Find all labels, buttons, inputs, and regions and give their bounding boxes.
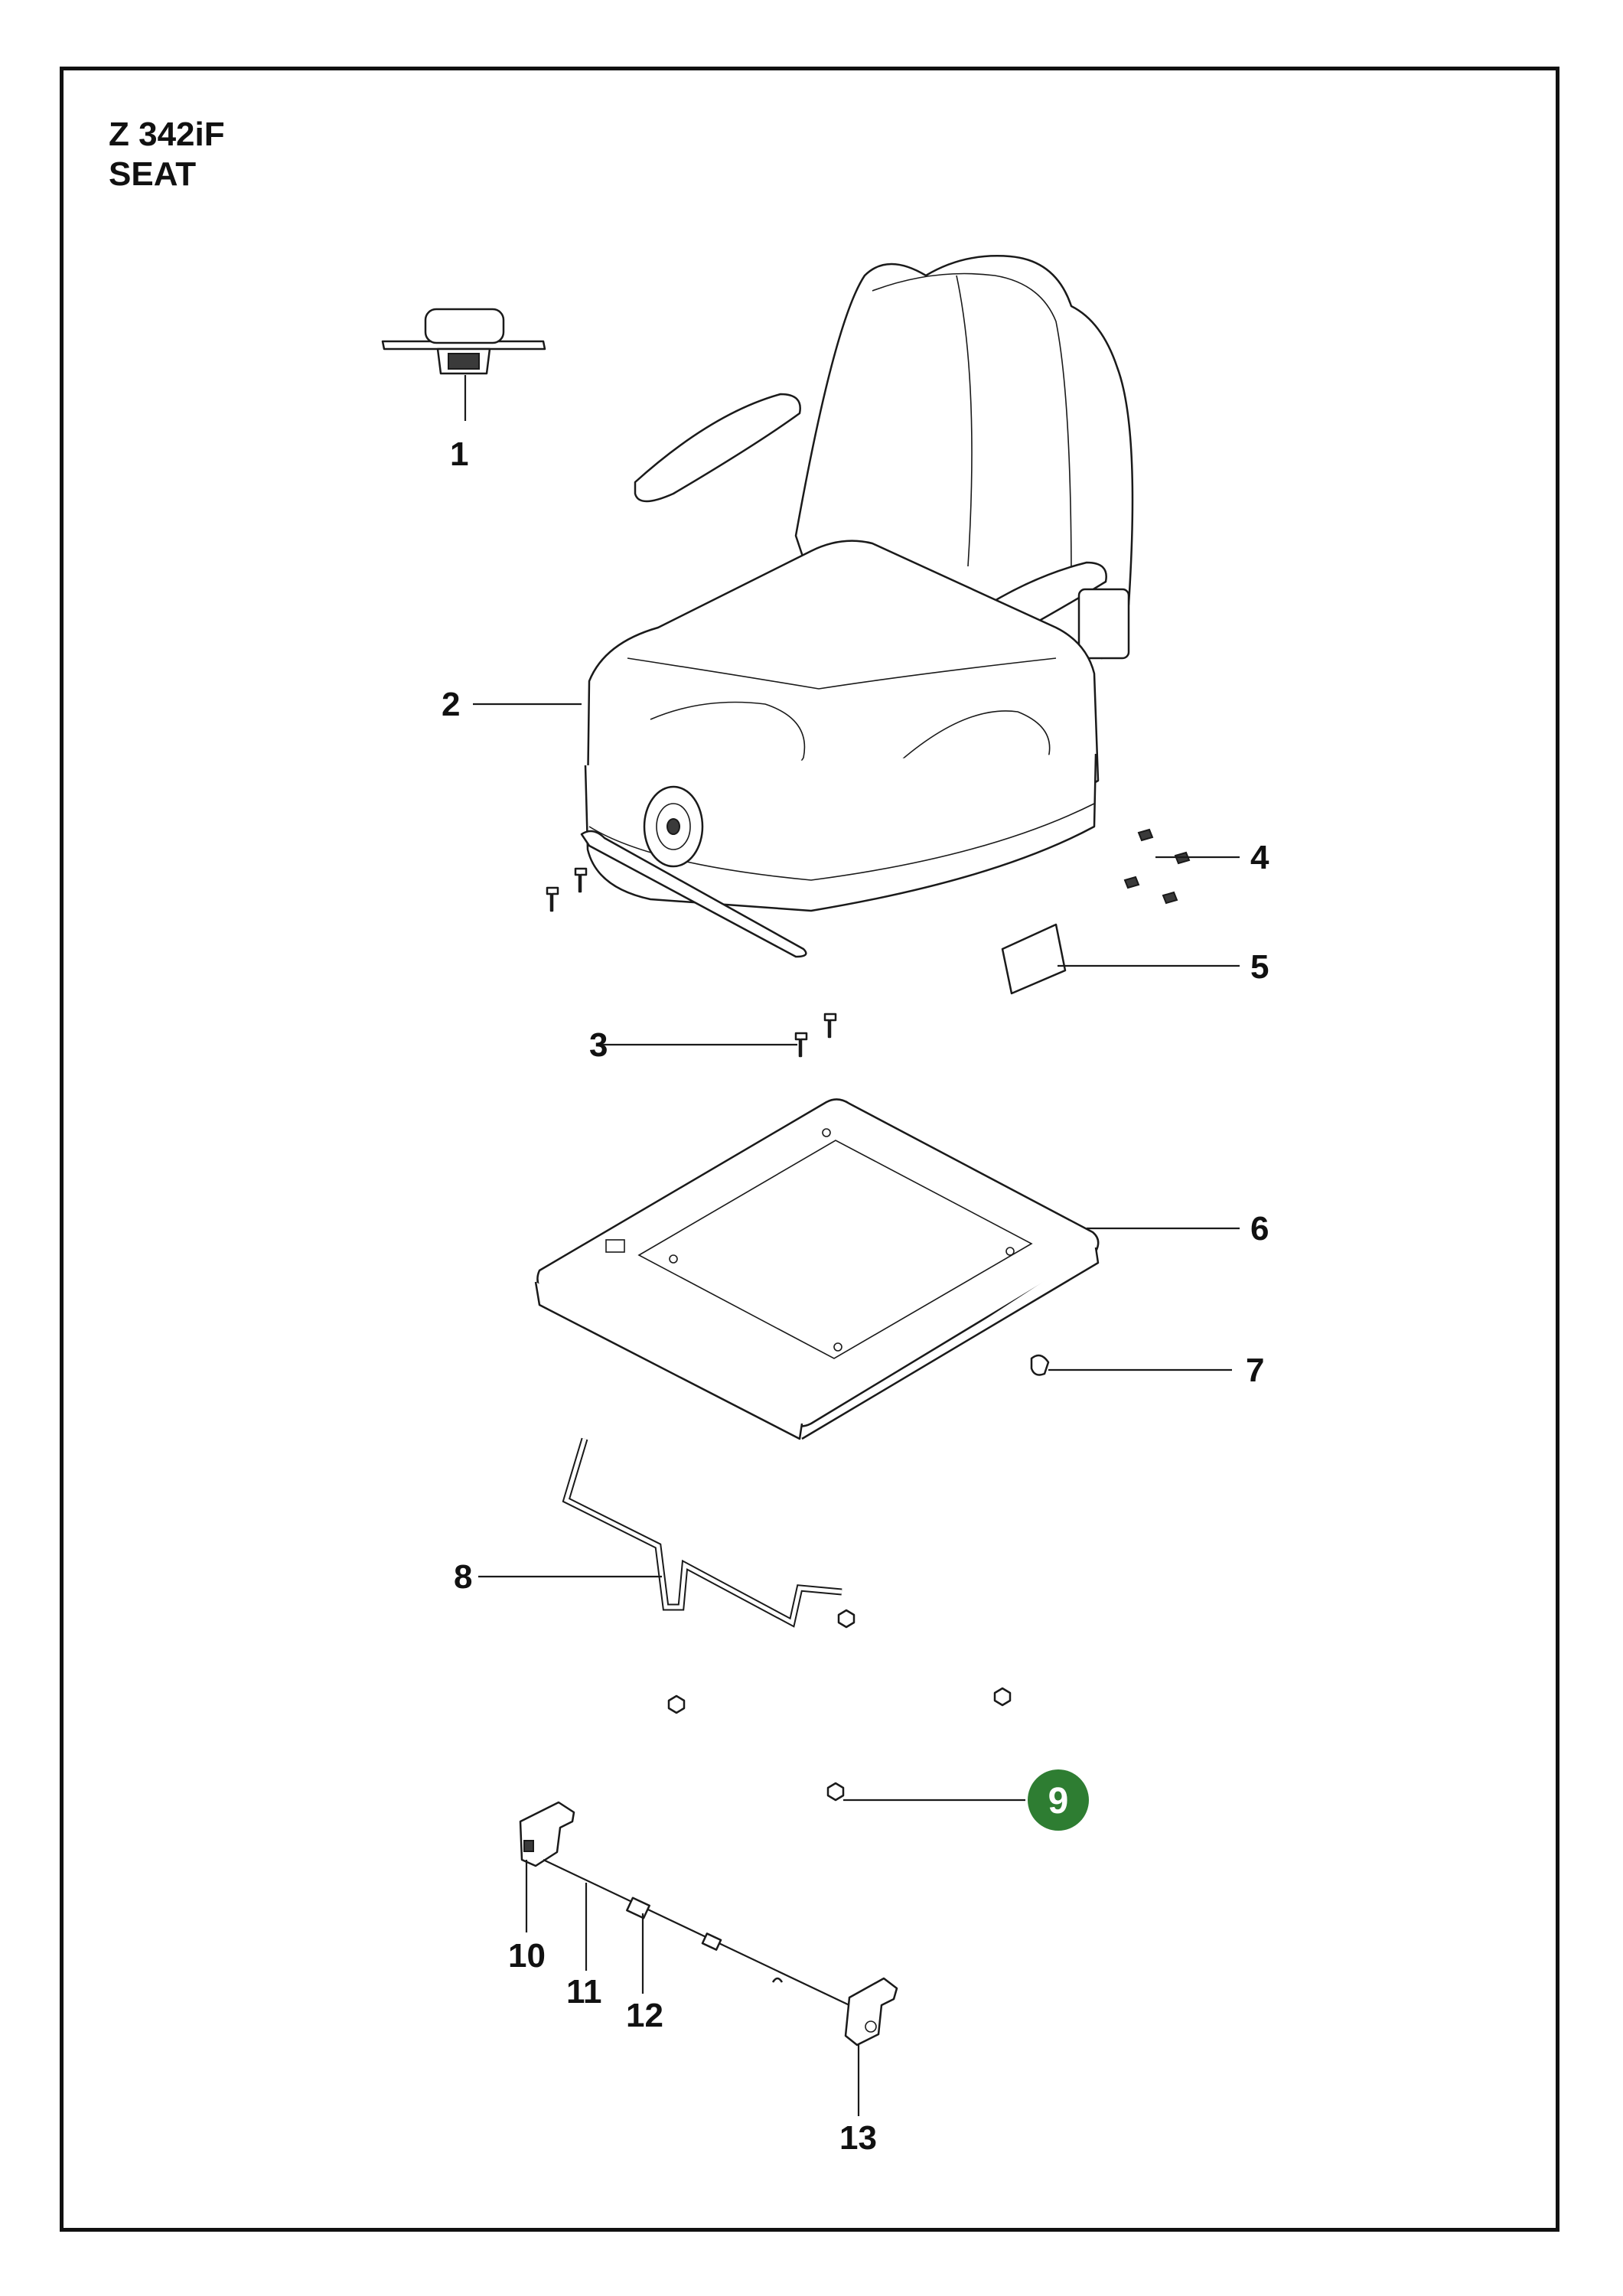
callout-9-badge <box>1028 1769 1089 1831</box>
leader-lines <box>473 703 1240 2116</box>
callout-7: 7 <box>1246 1352 1264 1389</box>
model-name: Z 342iF <box>109 116 225 153</box>
part-clip-7 <box>1030 1354 1232 1376</box>
part-seat-switch <box>381 308 546 421</box>
diagram-title: Z 342iF SEAT <box>109 115 225 194</box>
callout-labels: 1 2 3 4 5 6 7 8 9 10 11 12 13 <box>442 435 1269 2157</box>
part-nuts-9 <box>667 1609 1012 1802</box>
part-bolts-3 <box>546 867 837 1058</box>
part-seat-assembly <box>580 255 1134 958</box>
callout-6: 6 <box>1250 1210 1269 1247</box>
part-plate-5 <box>1001 923 1067 995</box>
callout-12: 12 <box>626 1997 663 2034</box>
diagram-frame <box>60 67 1559 2232</box>
callout-1: 1 <box>450 435 468 473</box>
callout-8: 8 <box>454 1558 472 1596</box>
callout-4: 4 <box>1250 839 1269 876</box>
callout-13: 13 <box>839 2119 877 2157</box>
callout-5: 5 <box>1250 948 1269 986</box>
callout-2: 2 <box>442 686 460 723</box>
part-seat-pan-6 <box>534 1098 1100 1440</box>
callout-9: 9 <box>1048 1781 1069 1821</box>
section-name: SEAT <box>109 155 197 193</box>
part-rod-8 <box>562 1437 842 1628</box>
callout-11: 11 <box>566 1973 602 2011</box>
callout-3: 3 <box>589 1026 608 1064</box>
callout-10: 10 <box>508 1937 546 1975</box>
part-screws-4 <box>1123 828 1191 905</box>
